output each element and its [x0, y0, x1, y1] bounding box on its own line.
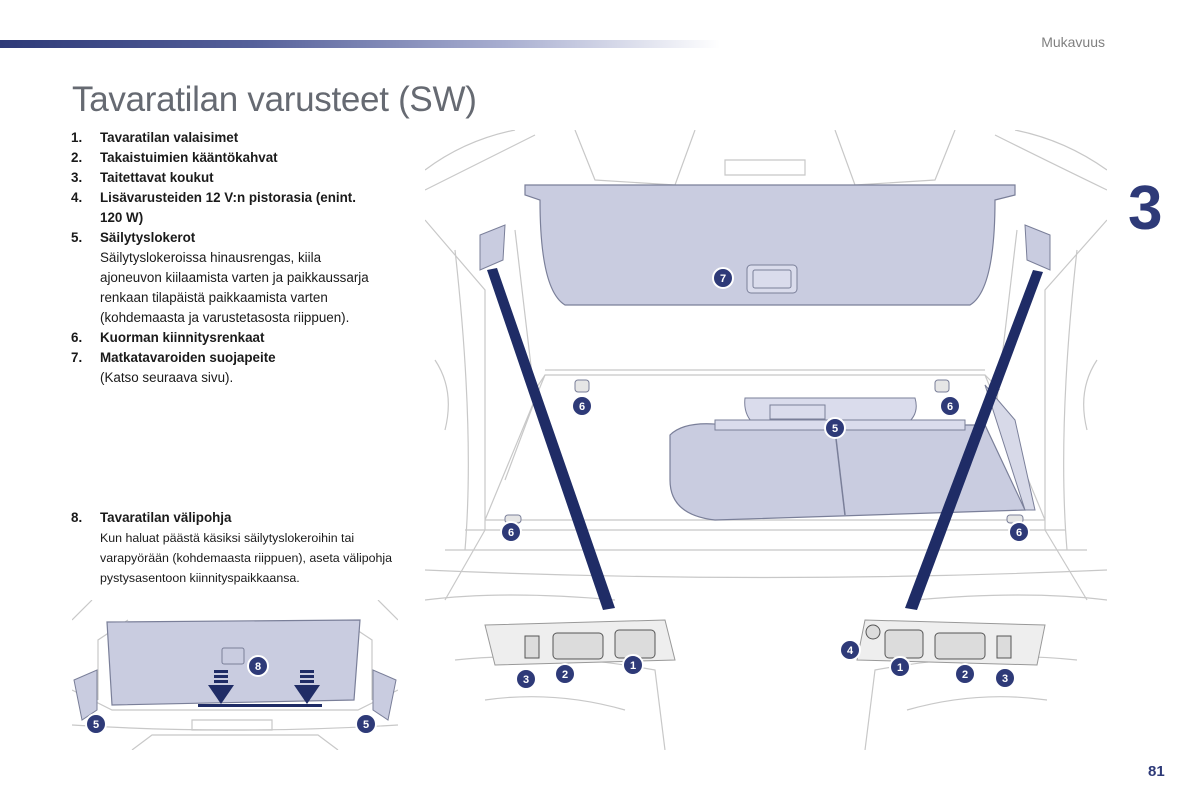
- callout-label: 6: [947, 401, 953, 413]
- callout-label: 5: [832, 423, 838, 435]
- list-item: 1. Tavaratilan valaisimet: [71, 128, 381, 148]
- item-label: Matkatavaroiden suojapeite: [100, 350, 276, 365]
- callout-label: 2: [562, 669, 568, 681]
- callout-5: 5: [85, 713, 107, 735]
- callout-label: 1: [897, 662, 903, 674]
- callout-label: 5: [363, 719, 369, 731]
- equipment-list: 1. Tavaratilan valaisimet 2. Takaistuimien…: [71, 128, 381, 388]
- item-description: Kun haluat päästä käsiksi säilytyslokero…: [100, 531, 393, 585]
- page-title: Tavaratilan varusteet (SW): [72, 80, 477, 119]
- callout-6: 6: [939, 395, 961, 417]
- section-label: Mukavuus: [1041, 34, 1105, 50]
- item-number: 3.: [71, 170, 83, 185]
- item-number: 4.: [71, 190, 83, 205]
- item-description: Säilytyslokeroissa hinausrengas, kiila a…: [100, 250, 369, 325]
- callout-7: 7: [712, 267, 734, 289]
- right-switch-panel: [856, 619, 1046, 666]
- callout-label: 3: [1002, 673, 1008, 685]
- page-number: 81: [1148, 763, 1165, 780]
- callout-label: 6: [579, 401, 585, 413]
- item-number: 5.: [71, 230, 83, 245]
- chapter-number: 3: [1128, 174, 1163, 243]
- callout-1: 1: [622, 654, 644, 676]
- item-number: 7.: [71, 350, 83, 365]
- callout-6: 6: [1008, 521, 1030, 543]
- callout-label: 7: [720, 273, 726, 285]
- callout-1: 1: [889, 656, 911, 678]
- list-item: 7. Matkatavaroiden suojapeite (Katso seura…: [71, 348, 381, 388]
- list-item: 3. Taitettavat koukut: [71, 168, 381, 188]
- callouts: 7 6 6 5 6 6 3 2 1 4 1 2 3: [500, 267, 1030, 690]
- item-label: Takaistuimien kääntökahvat: [100, 150, 278, 165]
- callout-5: 5: [355, 713, 377, 735]
- callout-2: 2: [954, 663, 976, 685]
- item-label: Tavaratilan valaisimet: [100, 130, 239, 145]
- list-item: 2. Takaistuimien kääntökahvat: [71, 148, 381, 168]
- list-item: 4. Lisävarusteiden 12 V:n pistorasia (eni…: [71, 188, 381, 228]
- callout-3: 3: [515, 668, 537, 690]
- item-label: Tavaratilan välipohja: [100, 510, 232, 525]
- callout-8: 8: [247, 655, 269, 677]
- callout-label: 4: [847, 645, 854, 657]
- callout-label: 3: [523, 674, 529, 686]
- header-gradient-bar: [0, 40, 720, 48]
- boot-illustration: 7 6 6 5 6 6 3 2 1 4 1 2 3: [425, 130, 1107, 750]
- left-switch-panel: [484, 619, 676, 666]
- item-description: (Katso seuraava sivu).: [100, 370, 234, 385]
- callout-6: 6: [571, 395, 593, 417]
- callout-6: 6: [500, 521, 522, 543]
- callout-label: 6: [508, 527, 514, 539]
- load-floor-illustration: 8 5 5: [72, 600, 398, 750]
- callout-label: 2: [962, 669, 968, 681]
- callout-label: 1: [630, 660, 636, 672]
- item-number: 8.: [71, 510, 83, 525]
- callout-label: 6: [1016, 527, 1022, 539]
- item-number: 2.: [71, 150, 83, 165]
- item-label: Säilytyslokerot: [100, 230, 196, 245]
- callout-5: 5: [824, 417, 846, 439]
- list-item: 6. Kuorman kiinnitysrenkaat: [71, 328, 381, 348]
- item-number: 6.: [71, 330, 83, 345]
- callout-4: 4: [839, 639, 861, 661]
- folded-seat: [669, 397, 1026, 521]
- item-number: 1.: [71, 130, 83, 145]
- callout-label: 8: [255, 661, 261, 673]
- item-label: Taitettavat koukut: [100, 170, 214, 185]
- callout-2: 2: [554, 663, 576, 685]
- item-label: Lisävarusteiden 12 V:n pistorasia (enint…: [100, 190, 356, 225]
- callout-label: 5: [93, 719, 99, 731]
- item-label: Kuorman kiinnitysrenkaat: [100, 330, 265, 345]
- callout-3: 3: [994, 667, 1016, 689]
- item-8-block: 8. Tavaratilan välipohja Kun haluat pääst…: [71, 508, 401, 588]
- cargo-cover: [524, 184, 1016, 306]
